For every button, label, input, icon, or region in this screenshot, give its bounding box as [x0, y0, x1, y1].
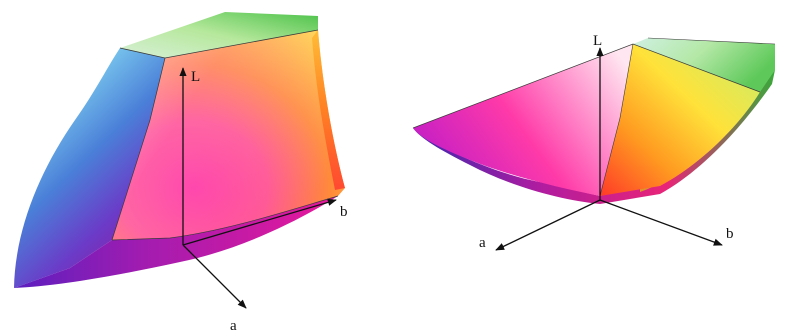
right-L-axis-label: L [593, 33, 602, 49]
right-b-axis-label: b [726, 226, 734, 242]
left-gamut-figure: L b a [14, 12, 348, 334]
left-b-axis [182, 198, 337, 246]
right-b-axis [599, 199, 723, 246]
left-L-axis-label: L [191, 69, 200, 85]
left-b-axis-label: b [340, 204, 348, 220]
right-a-axis [495, 199, 601, 251]
right-a-axis-label: a [479, 235, 486, 251]
left-a-axis [182, 244, 247, 309]
left-gamut-solid [14, 12, 345, 288]
right-gamut-solid [412, 37, 776, 204]
right-gamut-figure: L a b [412, 33, 776, 251]
left-a-axis-label: a [230, 318, 237, 334]
